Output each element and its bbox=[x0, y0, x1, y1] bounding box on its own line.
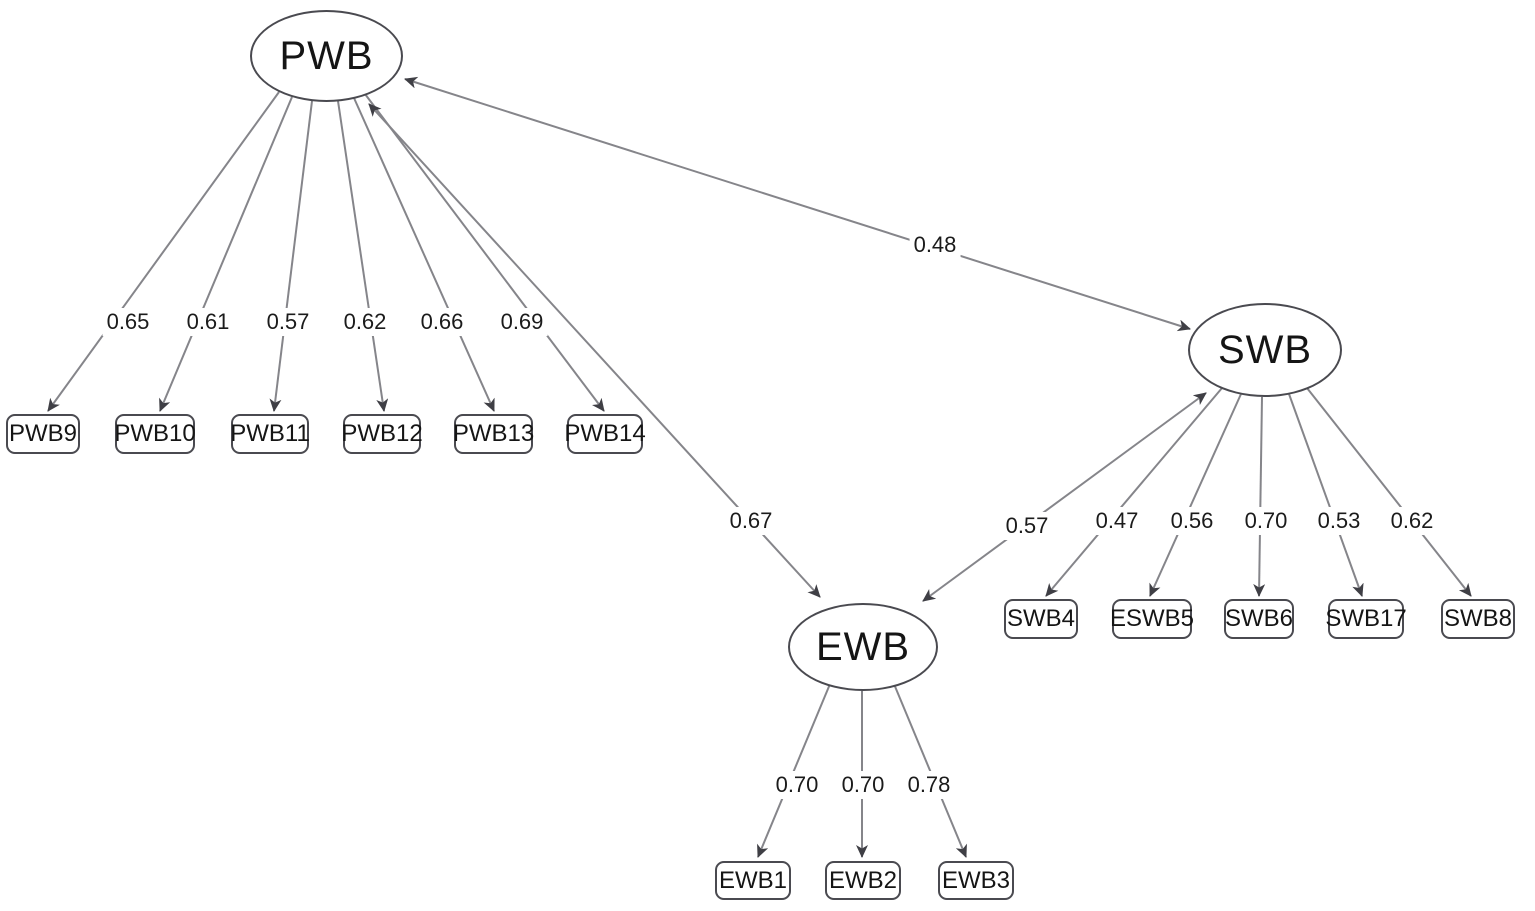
arrow-pwb-pwb14 bbox=[364, 93, 605, 412]
loading-pwb9: 0.65 bbox=[102, 308, 154, 336]
arrow-swb-swb17 bbox=[1288, 393, 1364, 597]
arrow-swb-swb6 bbox=[1253, 396, 1266, 597]
latent-swb: SWB bbox=[1188, 303, 1342, 397]
arrow-swb-swb8 bbox=[1306, 387, 1472, 597]
loading-eswb5: 0.56 bbox=[1166, 507, 1218, 535]
arrow-ewb-ewb1 bbox=[757, 683, 831, 858]
path-ewb-swb bbox=[922, 392, 1207, 602]
indicator-pwb11: PWB11 bbox=[230, 414, 310, 454]
indicator-pwb9-label: PWB9 bbox=[8, 420, 77, 447]
indicator-ewb2-label: EWB2 bbox=[828, 866, 897, 894]
indicator-ewb1-label: EWB1 bbox=[718, 866, 787, 894]
loading-pwb14: 0.69 bbox=[496, 308, 548, 336]
loading-pwb12: 0.62 bbox=[339, 308, 391, 336]
latent-pwb: PWB bbox=[250, 10, 403, 102]
loading-ewb1: 0.70 bbox=[771, 771, 823, 799]
indicator-swb17-label: SWB17 bbox=[1325, 605, 1407, 632]
indicator-swb4-label: SWB4 bbox=[1006, 605, 1075, 632]
indicator-pwb9: PWB9 bbox=[6, 414, 80, 454]
latent-swb-label: SWB bbox=[1217, 327, 1313, 372]
indicator-eswb5: ESWB5 bbox=[1109, 599, 1195, 639]
indicator-eswb5-label: ESWB5 bbox=[1109, 605, 1195, 632]
indicator-pwb10: PWB10 bbox=[114, 414, 196, 454]
indicator-pwb12: PWB12 bbox=[341, 414, 423, 454]
loading-ewb3: 0.78 bbox=[903, 771, 955, 799]
loading-swb4: 0.47 bbox=[1091, 507, 1143, 535]
indicator-pwb13-label: PWB13 bbox=[452, 420, 535, 447]
indicator-pwb14-label: PWB14 bbox=[564, 420, 646, 447]
loading-swb8: 0.62 bbox=[1386, 507, 1438, 535]
arrow-ewb-ewb3 bbox=[893, 683, 967, 858]
indicator-ewb3-label: EWB3 bbox=[941, 866, 1010, 894]
latent-pwb-label: PWB bbox=[279, 33, 374, 78]
arrow-pwb-pwb11 bbox=[269, 100, 313, 412]
indicator-pwb12-label: PWB12 bbox=[341, 420, 423, 447]
indicator-pwb13: PWB13 bbox=[452, 414, 535, 454]
indicator-ewb2: EWB2 bbox=[825, 861, 901, 900]
indicator-pwb11-label: PWB11 bbox=[230, 420, 310, 447]
loading-ewb2: 0.70 bbox=[837, 771, 889, 799]
latent-ewb-label: EWB bbox=[815, 624, 911, 669]
correlation-pwb-swb: 0.48 bbox=[909, 231, 961, 259]
indicator-swb8-label: SWB8 bbox=[1443, 605, 1512, 632]
indicator-ewb1: EWB1 bbox=[715, 861, 791, 900]
correlation-ewb-swb: 0.57 bbox=[1001, 512, 1053, 540]
latent-ewb: EWB bbox=[788, 603, 938, 691]
loading-swb6: 0.70 bbox=[1240, 507, 1292, 535]
loading-pwb11: 0.57 bbox=[262, 308, 314, 336]
indicator-swb4: SWB4 bbox=[1004, 599, 1078, 639]
arrow-pwb-pwb10 bbox=[159, 96, 293, 412]
loading-swb17: 0.53 bbox=[1313, 507, 1365, 535]
indicator-swb6: SWB6 bbox=[1224, 599, 1294, 639]
indicator-pwb10-label: PWB10 bbox=[114, 420, 196, 447]
arrow-pwb-pwb9 bbox=[47, 91, 280, 412]
indicator-ewb3: EWB3 bbox=[938, 861, 1014, 900]
indicator-swb6-label: SWB6 bbox=[1225, 605, 1294, 632]
correlation-pwb-ewb: 0.67 bbox=[725, 507, 777, 535]
indicator-pwb14: PWB14 bbox=[564, 414, 646, 454]
path-pwb-swb bbox=[404, 76, 1191, 332]
indicator-swb8: SWB8 bbox=[1441, 599, 1515, 639]
loading-pwb13: 0.66 bbox=[416, 308, 468, 336]
indicator-swb17: SWB17 bbox=[1325, 599, 1407, 639]
loading-pwb10: 0.61 bbox=[182, 308, 234, 336]
arrow-pwb-pwb13 bbox=[353, 97, 495, 412]
